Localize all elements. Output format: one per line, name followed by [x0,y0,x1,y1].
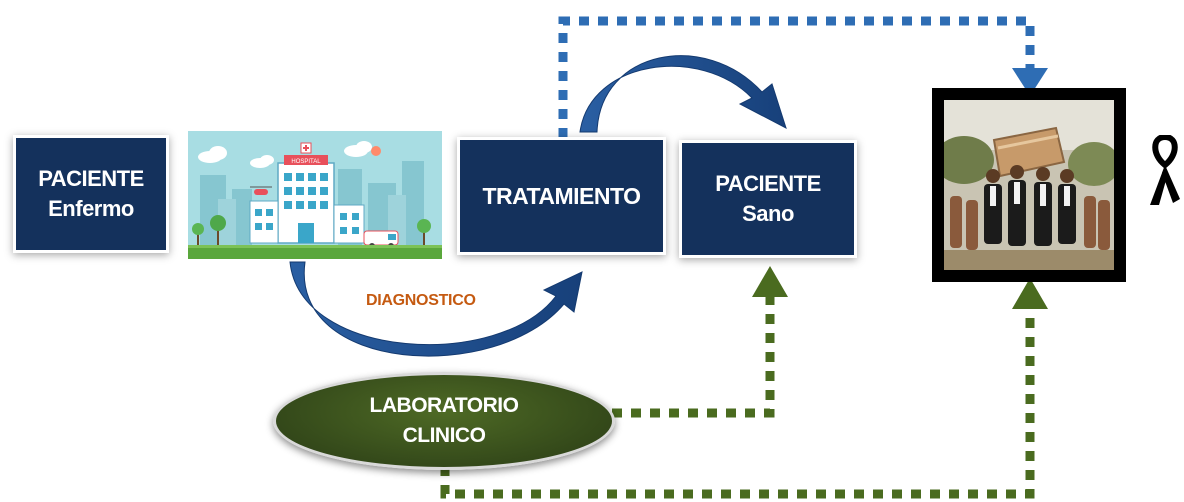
funeral-photo [944,100,1114,270]
green-arrowhead-sano [752,266,788,297]
paciente-enfermo-line2: Enfermo [48,196,134,221]
laboratorio-line1: LABORATORIO [369,394,519,417]
blue-arrowhead [1012,68,1048,96]
laboratorio-line2: CLINICO [402,424,486,447]
funeral-photo-frame [932,88,1126,282]
paciente-enfermo-line1: PACIENTE [38,166,144,191]
blue-dashed-connector [558,16,1035,138]
paciente-sano-box: PACIENTE Sano [682,143,854,255]
diagnostico-label: DIAGNOSTICO [366,292,476,309]
tratamiento-label: TRATAMIENTO [482,183,641,209]
laboratorio-clinico-ellipse: LABORATORIO CLINICO [273,372,615,470]
paciente-enfermo-box: PACIENTE Enfermo [16,138,166,250]
hospital-illustration: HOSPITAL [188,131,442,259]
diagnostico-curved-arrow [289,261,583,357]
green-arrowhead-photo [1012,278,1048,309]
tratamiento-box: TRATAMIENTO [460,140,663,252]
paciente-sano-line1: PACIENTE [715,171,821,196]
green-dashed-connector-sano [612,294,775,418]
paciente-sano-line2: Sano [742,201,794,226]
hospital-sign: HOSPITAL [291,159,321,165]
top-curved-arrow [579,55,787,133]
green-dashed-connector-photo [440,308,1035,499]
mourning-ribbon-icon [1150,135,1180,205]
